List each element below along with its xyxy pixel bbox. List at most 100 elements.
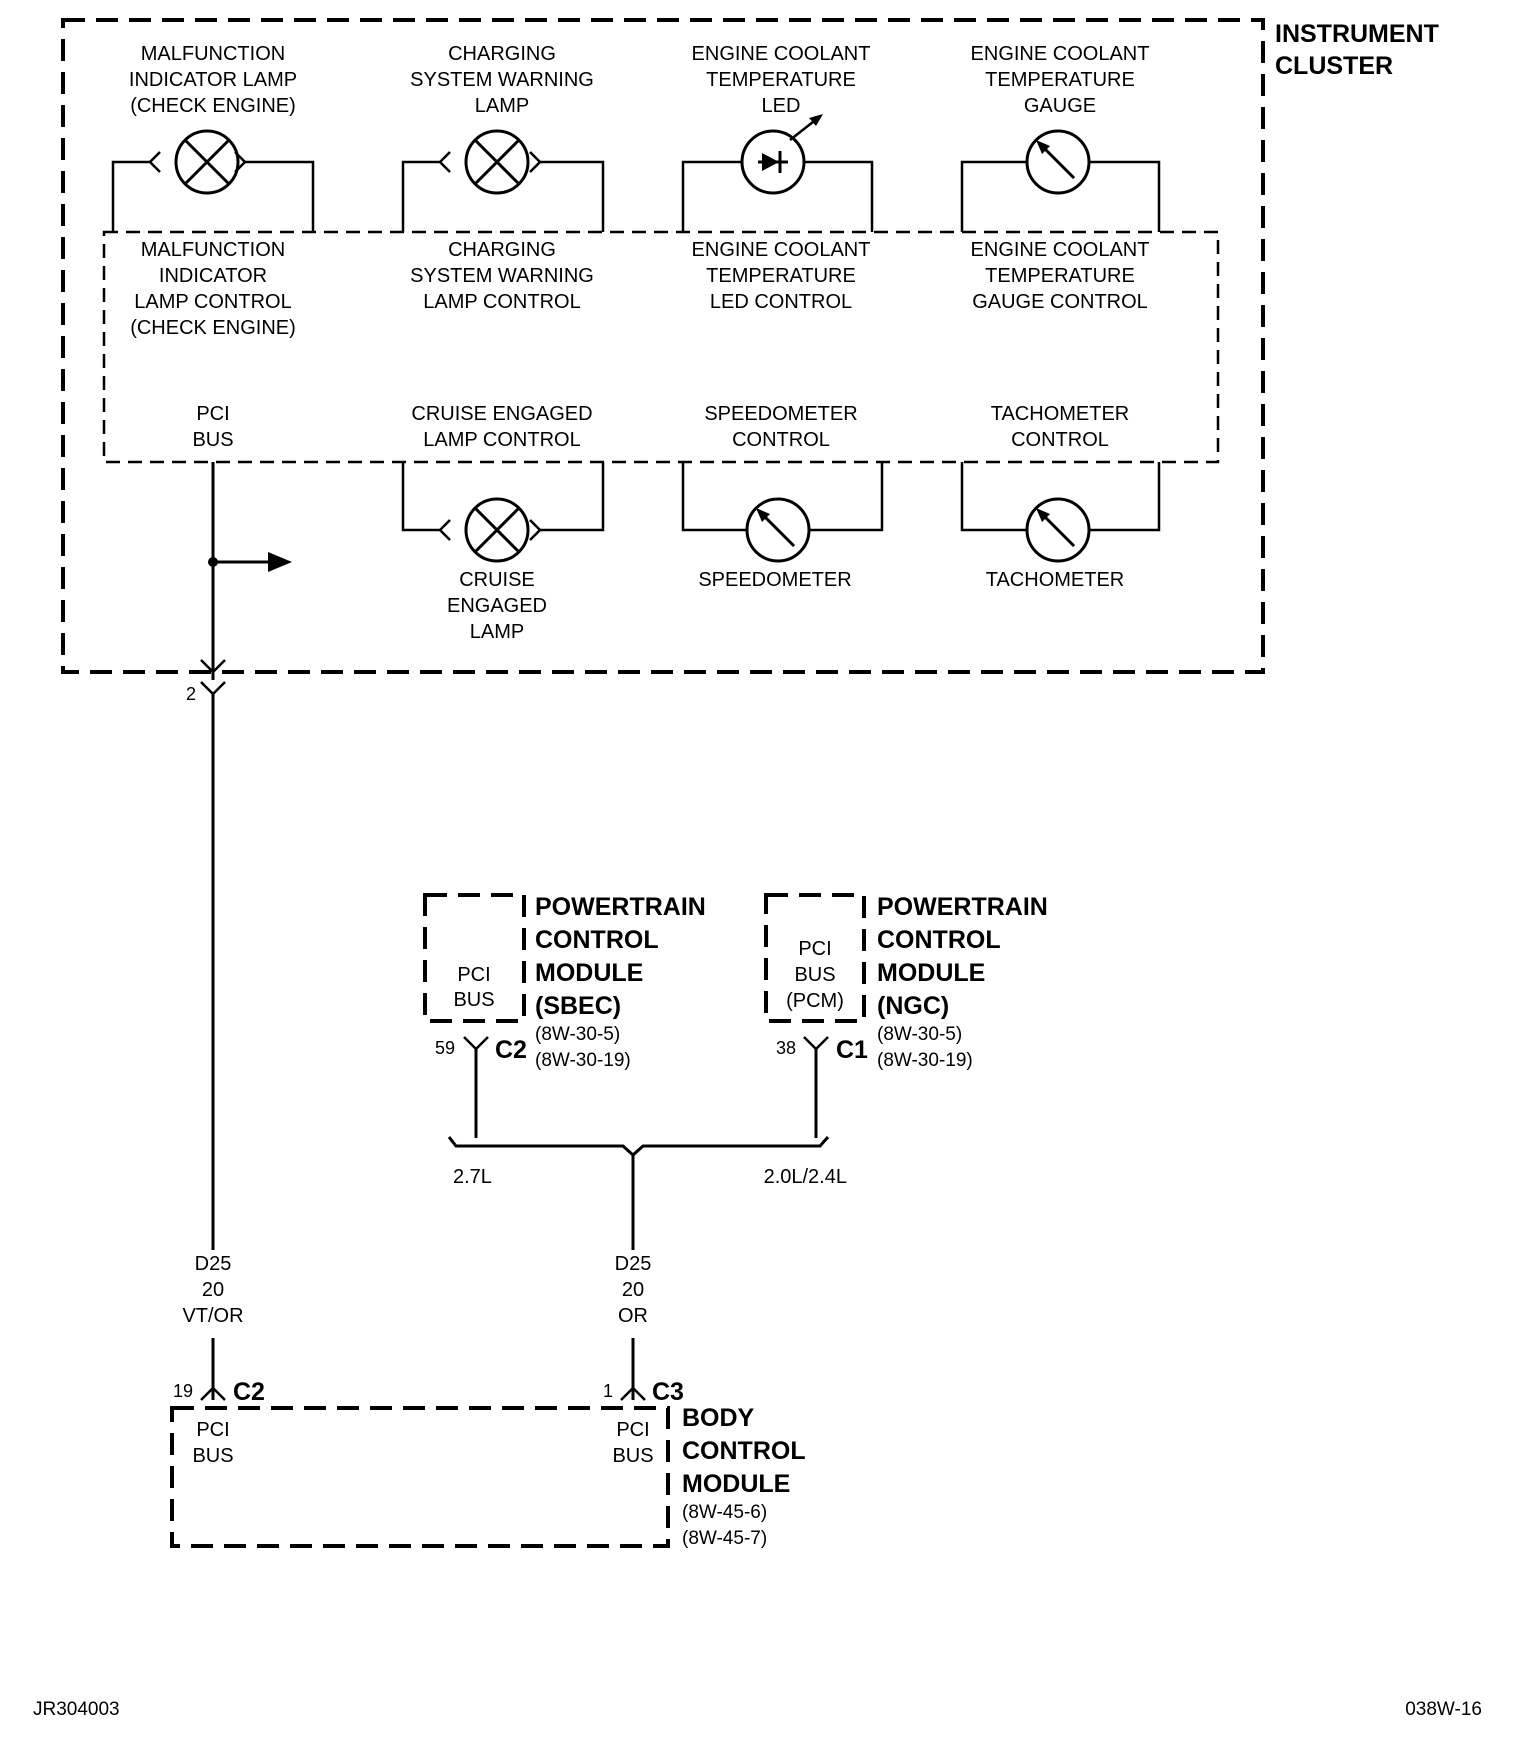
bcm-ref-2: (8W-45-7) [682, 1528, 767, 1549]
led-icon [740, 129, 806, 195]
instrument-cluster: INSTRUMENT CLUSTER MALFUNCTION INDICATOR… [61, 18, 1439, 704]
ect-gauge-control-label-1: ENGINE COOLANT [971, 239, 1150, 261]
cruise-engaged-lamp [401, 462, 605, 563]
bcm-title-3: MODULE [682, 1470, 790, 1498]
gauge-icon [1025, 129, 1091, 195]
cruise-control-label-2: LAMP CONTROL [423, 429, 580, 451]
cluster-pci-bus-wire [200, 462, 292, 696]
pcm-ngc-title-3: MODULE [877, 959, 985, 987]
bcm-left-inner-2: BUS [192, 1445, 233, 1467]
pcm-sbec-title-1: POWERTRAIN [535, 893, 706, 921]
pcm-ngc [764, 893, 866, 1023]
pcm-sbec-boundary [423, 893, 526, 1023]
figure-id-right: 038W-16 [1405, 1699, 1482, 1720]
bcm-c2-connector: C2 [233, 1378, 265, 1406]
pcm-sbec-title-2: CONTROL [535, 926, 659, 954]
charging-control-label-2: SYSTEM WARNING [410, 265, 594, 287]
pcm-sbec-connector-icon [463, 1036, 489, 1051]
wire-left-gauge: 20 [202, 1279, 224, 1301]
ect-led-control-label-3: LED CONTROL [710, 291, 852, 313]
mil-control-label-2: INDICATOR [159, 265, 267, 287]
tachometer-label: TACHOMETER [986, 569, 1125, 591]
speedometer [681, 462, 884, 563]
ect-led-label-3: LED [762, 95, 801, 117]
ect-gauge-label-1: ENGINE COOLANT [971, 43, 1150, 65]
mil-label-3: (CHECK ENGINE) [130, 95, 296, 117]
ect-led-label-1: ENGINE COOLANT [692, 43, 871, 65]
instrument-cluster-boundary [61, 18, 1265, 674]
charging-system-warning-lamp [401, 129, 605, 232]
bcm-right-inner-1: PCI [616, 1419, 649, 1441]
engine-coolant-temperature-led [681, 114, 874, 232]
speedometer-label: SPEEDOMETER [698, 569, 851, 591]
pcm-sbec-inner-1: PCI [457, 964, 490, 986]
lamp-icon [174, 129, 240, 195]
charging-control-label-1: CHARGING [448, 239, 556, 261]
cluster-pci-label-2: BUS [192, 429, 233, 451]
cluster-pci-label-1: PCI [196, 403, 229, 425]
wire-right-gauge: 20 [622, 1279, 644, 1301]
charging-control-label-3: LAMP CONTROL [423, 291, 580, 313]
pcm-ngc-pin-number: 38 [776, 1038, 796, 1058]
splice-left-label: 2.7L [453, 1166, 492, 1188]
charging-label-1: CHARGING [448, 43, 556, 65]
ect-led-label-2: TEMPERATURE [706, 69, 856, 91]
ect-gauge-label-2: TEMPERATURE [985, 69, 1135, 91]
pcm-ngc-title-1: POWERTRAIN [877, 893, 1048, 921]
cruise-label-2: ENGAGED [447, 595, 547, 617]
speedometer-control-label-1: SPEEDOMETER [704, 403, 857, 425]
tachometer [960, 462, 1161, 563]
lamp-icon [464, 129, 530, 195]
lamp-icon [464, 497, 530, 563]
instrument-cluster-title-2: CLUSTER [1275, 52, 1393, 80]
pcm-sbec-pin-number: 59 [435, 1038, 455, 1058]
pcm-sbec [423, 893, 526, 1023]
bcm-title-1: BODY [682, 1404, 755, 1432]
tachometer-control-label-2: CONTROL [1011, 429, 1109, 451]
mil-control-label-4: (CHECK ENGINE) [130, 317, 296, 339]
continues-arrow-icon [268, 552, 292, 572]
wire-right-circuit: D25 [615, 1253, 652, 1275]
splice-right-label: 2.0L/2.4L [764, 1166, 847, 1188]
cruise-control-label-1: CRUISE ENGAGED [411, 403, 592, 425]
cruise-label-1: CRUISE [459, 569, 535, 591]
body-control-module [170, 1386, 670, 1548]
bcm-c3-pin-number: 1 [603, 1381, 613, 1401]
wire-left-circuit: D25 [195, 1253, 232, 1275]
mil-control-label-3: LAMP CONTROL [134, 291, 291, 313]
pcm-sbec-title-3: MODULE [535, 959, 643, 987]
pcm-ngc-title-2: CONTROL [877, 926, 1001, 954]
gauge-icon [1025, 497, 1091, 563]
charging-label-3: LAMP [475, 95, 529, 117]
led-emission-arrow-icon [809, 114, 823, 126]
pcm-ngc-title-4: (NGC) [877, 992, 949, 1020]
bcm-ref-1: (8W-45-6) [682, 1502, 767, 1523]
gauge-icon [745, 497, 811, 563]
pcm-ngc-boundary [764, 893, 866, 1023]
ect-gauge-label-3: GAUGE [1024, 95, 1096, 117]
speedometer-control-label-2: CONTROL [732, 429, 830, 451]
ect-gauge-control-label-2: TEMPERATURE [985, 265, 1135, 287]
pcm-sbec-ref-1: (8W-30-5) [535, 1024, 620, 1045]
charging-label-2: SYSTEM WARNING [410, 69, 594, 91]
pcm-sbec-title-4: (SBEC) [535, 992, 621, 1020]
mil-control-label-1: MALFUNCTION [141, 239, 285, 261]
pcm-ngc-inner-3: (PCM) [786, 990, 844, 1012]
bcm-c2-connector-icon [200, 1386, 226, 1401]
pcm-ngc-inner-1: PCI [798, 938, 831, 960]
bcm-right-inner-2: BUS [612, 1445, 653, 1467]
instrument-cluster-title-1: INSTRUMENT [1275, 20, 1439, 48]
pcm-ngc-connector-icon [803, 1036, 829, 1051]
ect-gauge-control-label-3: GAUGE CONTROL [972, 291, 1148, 313]
bcm-c3-connector-icon [620, 1386, 646, 1401]
pcm-sbec-connector: C2 [495, 1036, 527, 1064]
tachometer-control-label-1: TACHOMETER [991, 403, 1130, 425]
ect-led-control-label-1: ENGINE COOLANT [692, 239, 871, 261]
wire-right-color: OR [618, 1305, 648, 1327]
pcm-ngc-connector: C1 [836, 1036, 868, 1064]
engine-coolant-temperature-gauge [960, 129, 1161, 232]
bcm-left-inner-1: PCI [196, 1419, 229, 1441]
bcm-c2-pin-number: 19 [173, 1381, 193, 1401]
pcm-sbec-inner-2: BUS [453, 989, 494, 1011]
